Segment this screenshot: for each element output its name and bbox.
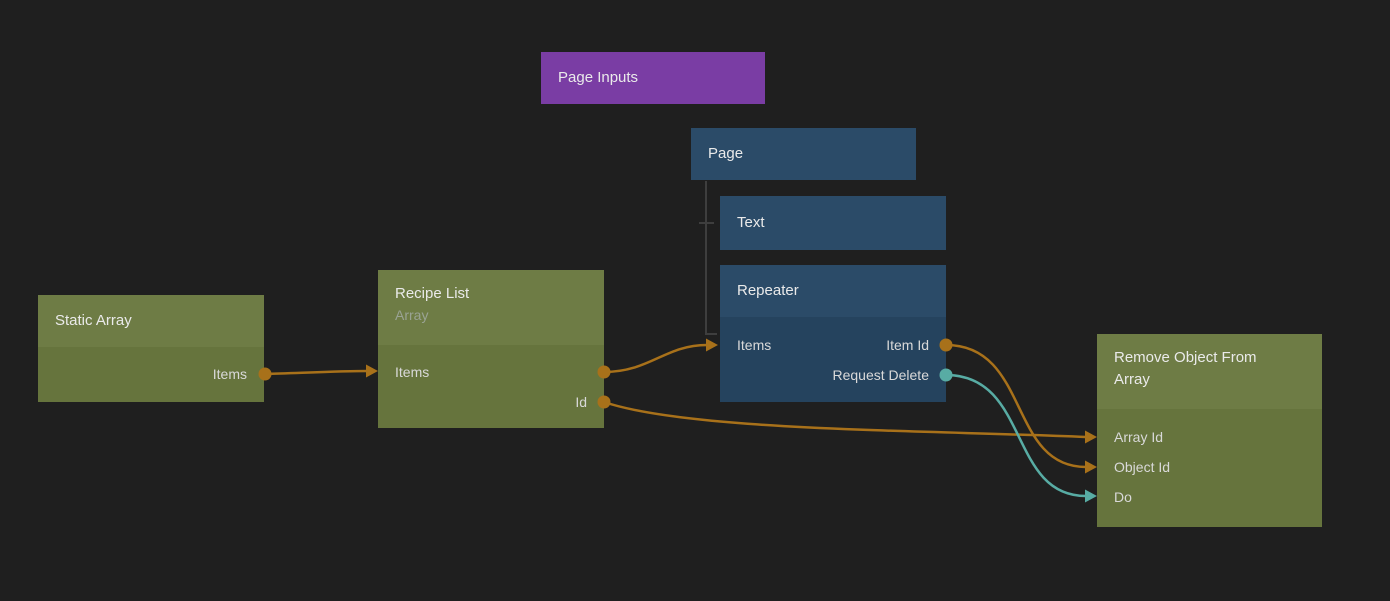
port-dot-repeater-item-id[interactable] [939,338,953,352]
port-dot-static-array-items[interactable] [258,367,272,381]
port-row[interactable]: Object Id [1097,452,1322,482]
node-header: Text [720,196,946,250]
node-title: Page [708,145,744,162]
node-ports: Items Item Id Request Delete [720,317,946,402]
port-row[interactable]: Items [38,359,264,389]
node-ports: Items [38,347,264,402]
port-repeater-items-input[interactable]: Items [737,337,772,353]
node-recipe-list[interactable]: Recipe List Array Items Id [378,270,604,428]
arrowhead [366,364,378,378]
port-static-array-items-output[interactable]: Items [212,366,247,382]
arrowhead [1085,430,1097,444]
port-recipe-list-items-input[interactable]: Items [395,364,430,380]
port-remove-array-id-input[interactable]: Array Id [1114,429,1164,445]
node-remove-object-from-array[interactable]: Remove Object From Array Array Id Object… [1097,334,1322,527]
edge-recipe-list-id-to-remove-array-id[interactable] [603,400,1087,439]
node-header: Page Inputs [541,52,765,104]
port-dot-recipe-list-id[interactable] [597,395,611,409]
node-repeater[interactable]: Repeater Items Item Id Request Delete [720,265,946,402]
node-title: Remove Object From Array [1114,349,1257,388]
port-row[interactable]: Items Item Id [720,330,946,360]
port-dot-repeater-request-delete[interactable] [939,368,953,382]
edge-static-array-items-to-recipe-list-items[interactable] [264,369,369,376]
port-row[interactable]: Request Delete [720,360,946,390]
node-ports: Array Id Object Id Do [1097,409,1322,527]
node-page[interactable]: Page [691,128,916,180]
port-row[interactable]: Array Id [1097,422,1322,452]
edge-repeater-request-delete-to-remove-do[interactable] [945,373,1087,498]
node-title: Text [737,214,765,231]
node-subtitle: Array [395,307,429,323]
port-recipe-list-id-output[interactable]: Id [575,394,587,410]
node-ports: Items Id [378,345,604,428]
port-row[interactable]: Do [1097,482,1322,512]
node-title: Repeater [737,282,799,299]
port-repeater-request-delete-output[interactable]: Request Delete [832,367,929,383]
node-header: Recipe List Array [378,270,604,345]
edge-recipe-list-items-to-repeater-items[interactable] [603,343,708,374]
node-title: Static Array [55,312,132,329]
node-title: Page Inputs [558,69,639,86]
port-row[interactable]: Id [378,387,604,417]
node-header: Repeater [720,265,946,317]
port-remove-do-input[interactable]: Do [1114,489,1132,505]
node-text[interactable]: Text [720,196,946,250]
node-page-inputs[interactable]: Page Inputs [541,52,765,104]
node-header: Page [691,128,916,180]
arrowhead [1085,460,1097,474]
arrowhead [1085,489,1097,503]
port-remove-object-id-input[interactable]: Object Id [1114,459,1171,475]
port-repeater-item-id-output[interactable]: Item Id [886,337,929,353]
hierarchy-line-page-repeater [705,181,717,335]
edge-repeater-item-id-to-remove-object-id[interactable] [945,343,1087,469]
port-row[interactable]: Items [378,357,604,387]
port-dot-recipe-list-items[interactable] [597,365,611,379]
node-title: Recipe List [395,285,470,302]
node-header: Remove Object From Array [1097,334,1322,409]
node-static-array[interactable]: Static Array Items [38,295,264,402]
node-header: Static Array [38,295,264,347]
arrowhead [706,338,718,352]
